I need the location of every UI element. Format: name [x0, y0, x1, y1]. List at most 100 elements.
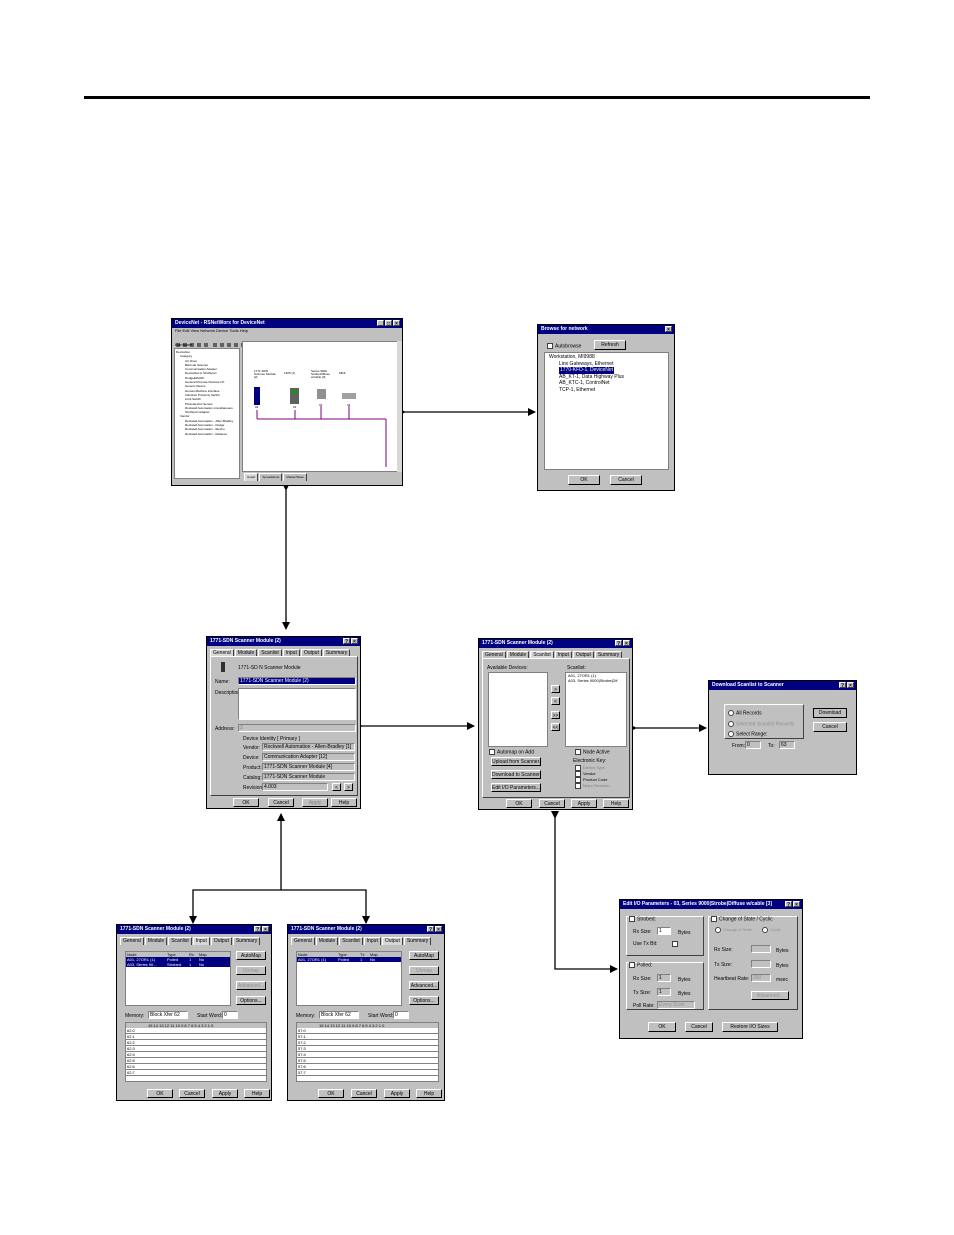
help-icon[interactable]: ?	[343, 638, 350, 645]
key-product-code[interactable]: Product Code	[575, 777, 607, 783]
tab-module[interactable]: Module	[234, 649, 258, 657]
tree-item[interactable]: AC Drive	[185, 358, 198, 363]
tree-item[interactable]: Rockwell Automation - Reliance	[185, 431, 228, 436]
map-row[interactable]: 57:1	[297, 1034, 438, 1040]
network-tree-item[interactable]: TCP-1, Ethernet	[559, 386, 596, 393]
column-header[interactable]: Tx	[360, 952, 365, 957]
tab-module[interactable]: Module	[315, 937, 339, 945]
tab-output[interactable]: Output	[572, 651, 594, 659]
help-icon[interactable]: ?	[785, 901, 792, 908]
tree-item[interactable]: DeviceNet to SCANport	[185, 371, 217, 376]
close-icon[interactable]: ×	[623, 640, 630, 647]
tree-item[interactable]: Photoelectric Sensor	[185, 401, 213, 406]
apply-button[interactable]: Apply	[302, 798, 328, 807]
name-field[interactable]: 1771-SDN Scanner Module (2)	[238, 677, 356, 685]
help-icon[interactable]: ?	[615, 640, 622, 647]
options-button[interactable]: Options...	[236, 996, 266, 1005]
polled-rx-size-field[interactable]: 1	[657, 974, 671, 982]
tree-item[interactable]: Limit Switch	[185, 397, 202, 402]
tree-item[interactable]: Category	[180, 354, 193, 359]
option-all-records[interactable]: All Records	[728, 710, 762, 716]
help-icon[interactable]: ?	[839, 682, 846, 689]
help-icon[interactable]: ?	[254, 926, 261, 933]
autobrowse-checkbox[interactable]: Autobrowse	[547, 343, 581, 349]
tab-output[interactable]: Output	[381, 937, 403, 945]
add-device-button[interactable]: >	[551, 685, 560, 693]
input-bit-map[interactable]: 15 14 13 12 11 10 9 8 7 6 5 4 3 2 1 0 62…	[125, 1022, 267, 1082]
close-icon[interactable]: ×	[351, 638, 358, 645]
ok-button[interactable]: OK	[147, 1089, 173, 1098]
cos-tx-size-field[interactable]	[751, 960, 771, 968]
close-icon[interactable]: ×	[393, 320, 400, 327]
tab-summary[interactable]: Summary	[232, 937, 261, 945]
help-icon[interactable]: ?	[427, 926, 434, 933]
cos-checkbox[interactable]: Change of State / Cyclic	[711, 916, 773, 922]
output-bit-map[interactable]: 15 14 13 12 11 10 9 8 7 6 5 4 3 2 1 0 57…	[296, 1022, 439, 1082]
close-icon[interactable]: ×	[847, 682, 854, 689]
maximize-icon[interactable]: □	[385, 320, 392, 327]
cos-rx-size-field[interactable]	[751, 945, 771, 953]
map-row[interactable]: 57:0	[297, 1028, 438, 1034]
network-tree-item[interactable]: Workstation, MI9988	[549, 354, 595, 360]
tab-summary[interactable]: Summary	[403, 937, 432, 945]
help-button[interactable]: Help	[244, 1089, 270, 1098]
tree-item[interactable]: DeviceNet	[176, 350, 190, 354]
tree-item[interactable]: Rockwell Automation miscellaneous	[185, 405, 233, 410]
strobed-rx-size-field[interactable]: 1	[657, 927, 671, 935]
revision-left-button[interactable]: <	[332, 783, 341, 791]
input-node-table[interactable]: Node Type Rx Map A01, 27OR1 (1) Polled 1…	[125, 951, 231, 1006]
close-icon[interactable]: ×	[262, 926, 269, 933]
refresh-button[interactable]: Refresh	[594, 340, 626, 350]
tab-module[interactable]: Module	[506, 651, 530, 659]
add-all-button[interactable]: >>	[551, 711, 560, 719]
ok-button[interactable]: OK	[233, 798, 259, 807]
key-device-type[interactable]: Device Type	[575, 765, 605, 771]
tab-summary[interactable]: Summary	[594, 651, 623, 659]
map-row[interactable]: 57:4	[297, 1052, 438, 1058]
polled-tx-size-field[interactable]: 1	[657, 988, 671, 996]
remove-all-button[interactable]: <<	[551, 723, 560, 731]
map-row[interactable]: 62:7	[126, 1070, 266, 1076]
network-tree-item[interactable]: AB_KT-1, Data Highway Plus	[559, 373, 625, 380]
map-row[interactable]: 57:6	[297, 1064, 438, 1070]
network-graph[interactable]: 1771-SDN Scanner Module [2] 1305 (1) Ser…	[242, 341, 402, 472]
table-row[interactable]: A01, 27OR1 (1) Polled 1 No	[126, 957, 230, 962]
tree-item[interactable]: Rockwell Automation - Dodge	[185, 423, 225, 428]
tab-input[interactable]: Input	[363, 937, 381, 945]
cancel-button[interactable]: Cancel	[268, 798, 294, 807]
key-major-revision[interactable]: Major Revision	[575, 783, 609, 789]
apply-button[interactable]: Apply	[571, 799, 597, 808]
cos-option-cyclic[interactable]: Cyclic	[762, 927, 781, 933]
map-row[interactable]: 62:2	[126, 1040, 266, 1046]
download-button[interactable]: Download to Scanner...	[491, 770, 541, 779]
column-header[interactable]: Node	[298, 952, 308, 957]
tree-item[interactable]: Human-Machine Interface	[185, 388, 220, 393]
close-icon[interactable]: ×	[793, 901, 800, 908]
cancel-button[interactable]: Cancel	[813, 722, 847, 732]
ok-button[interactable]: OK	[568, 475, 600, 485]
start-word-field[interactable]: 0	[393, 1011, 409, 1019]
tree-item[interactable]: Rockwell Automation - Electro	[185, 427, 225, 432]
available-devices-list[interactable]	[488, 672, 548, 747]
to-field[interactable]: 63	[779, 741, 795, 749]
table-row[interactable]: A01, 27OR1 (1) Polled 1 No	[297, 957, 401, 962]
edit-io-button[interactable]: Edit I/O Parameters...	[491, 783, 541, 792]
scanlist-item[interactable]: A03, Series 9000|Strobe|Dif	[568, 678, 618, 683]
key-vendor[interactable]: Vendor	[575, 771, 596, 777]
poll-rate-select[interactable]: Every Scan	[657, 1001, 695, 1009]
tab-general[interactable]: General	[291, 937, 315, 945]
column-header[interactable]: Node	[127, 952, 137, 957]
tab-master-slave[interactable]: Master/Slave	[283, 473, 307, 481]
restore-io-sizes-button[interactable]: Restore I/O Sizes	[722, 1022, 778, 1032]
download-button[interactable]: Download	[813, 708, 847, 718]
tab-module[interactable]: Module	[144, 937, 168, 945]
tab-input[interactable]: Input	[554, 651, 572, 659]
column-header[interactable]: Map	[370, 952, 378, 957]
help-button[interactable]: Help	[603, 799, 629, 808]
automap-button[interactable]: AutoMap	[236, 951, 266, 960]
advanced-button[interactable]: Advanced...	[751, 991, 789, 1000]
graph-scrollbar[interactable]	[397, 341, 402, 472]
map-row[interactable]: 57:2	[297, 1040, 438, 1046]
help-button[interactable]: Help	[416, 1089, 442, 1098]
cos-option-change[interactable]: Change of State	[715, 927, 752, 933]
